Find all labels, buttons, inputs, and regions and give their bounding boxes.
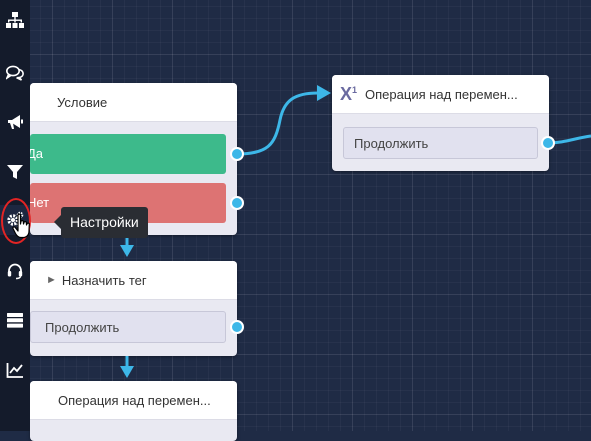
variable-operation-bottom-header[interactable]: Операция над перемен... bbox=[30, 381, 237, 420]
assign-tag-title: Назначить тег bbox=[61, 272, 147, 288]
flow-canvas[interactable] bbox=[0, 0, 591, 431]
sidebar-item-flows[interactable] bbox=[0, 5, 30, 35]
sidebar-item-data[interactable] bbox=[0, 305, 30, 335]
assign-tag-port[interactable] bbox=[230, 320, 244, 334]
assign-tag-continue-label: Продолжить bbox=[45, 320, 120, 335]
tag-arrow-icon: ► bbox=[46, 274, 57, 286]
condition-yes-label: Да bbox=[30, 146, 44, 161]
condition-no-port[interactable] bbox=[230, 196, 244, 210]
sidebar-item-analytics[interactable] bbox=[0, 355, 30, 385]
tooltip-arrow bbox=[54, 215, 61, 229]
variable-operation-node[interactable]: X1 Операция над перемен... Продолжить bbox=[332, 75, 549, 171]
variable-operation-title: Операция над перемен... bbox=[365, 86, 518, 102]
headset-icon bbox=[7, 263, 23, 280]
server-list-icon bbox=[7, 313, 23, 328]
variable-operation-port[interactable] bbox=[541, 136, 555, 150]
condition-node-header[interactable]: Условие bbox=[30, 83, 237, 122]
sidebar-item-chats[interactable] bbox=[0, 58, 30, 88]
chat-bubbles-icon bbox=[6, 65, 24, 81]
left-sidebar bbox=[0, 0, 30, 431]
condition-yes-port[interactable] bbox=[230, 147, 244, 161]
assign-tag-continue-button[interactable]: Продолжить bbox=[30, 311, 226, 343]
variable-operation-header[interactable]: X1 Операция над перемен... bbox=[332, 75, 549, 114]
sidebar-item-support[interactable] bbox=[0, 256, 30, 286]
variable-operation-continue-button[interactable]: Продолжить bbox=[343, 127, 538, 159]
variable-operation-node-bottom[interactable]: Операция над перемен... bbox=[30, 381, 237, 441]
chart-line-icon bbox=[6, 363, 23, 378]
condition-yes-branch[interactable]: Да bbox=[30, 134, 226, 174]
hand-cursor-icon bbox=[12, 213, 32, 244]
condition-no-label: Нет bbox=[30, 195, 50, 210]
megaphone-icon bbox=[8, 115, 23, 129]
condition-node-title: Условие bbox=[57, 94, 108, 110]
assign-tag-header[interactable]: ► Назначить тег bbox=[30, 261, 237, 300]
assign-tag-node[interactable]: ► Назначить тег Продолжить bbox=[30, 261, 237, 356]
variable-operation-continue-label: Продолжить bbox=[354, 136, 429, 151]
settings-tooltip: Настройки bbox=[61, 207, 148, 238]
variable-operation-bottom-title: Операция над перемен... bbox=[58, 392, 211, 408]
variable-x-icon: X1 bbox=[340, 83, 358, 104]
sidebar-item-filters[interactable] bbox=[0, 157, 30, 187]
funnel-icon bbox=[7, 165, 23, 179]
sidebar-item-broadcasts[interactable] bbox=[0, 107, 30, 137]
sitemap-icon bbox=[6, 12, 24, 28]
